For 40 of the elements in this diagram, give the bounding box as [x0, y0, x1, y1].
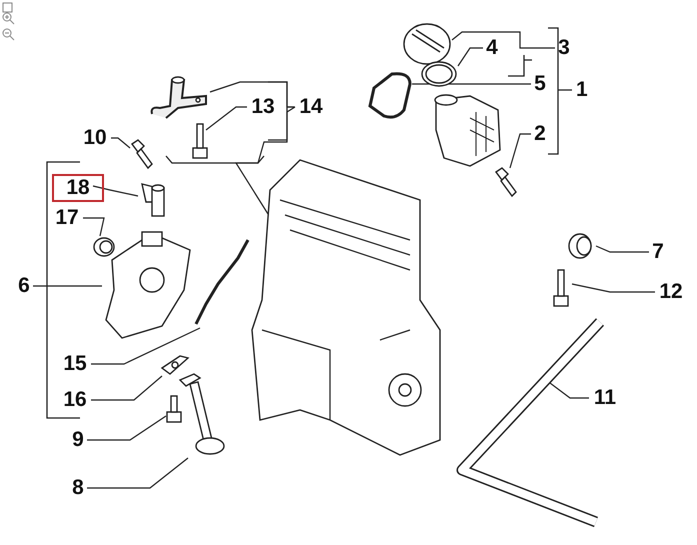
leader-line: [206, 106, 247, 130]
callout-number: 1: [576, 78, 588, 102]
callout-number: 9: [70, 428, 86, 452]
callout-number: 7: [650, 240, 666, 264]
callout-number: 12: [656, 280, 686, 304]
leader-line: [210, 81, 295, 108]
gasket-drawing: [366, 70, 412, 120]
callout-number: 2: [532, 122, 548, 146]
leader-line: [509, 133, 531, 168]
callout-number: 3: [556, 36, 572, 60]
leader-line: [91, 327, 200, 365]
callout-number: 8: [70, 476, 86, 500]
callout-number: 13: [248, 95, 278, 119]
callout-number: 4: [484, 36, 500, 60]
leader-line: [83, 217, 105, 236]
callout-number: 5: [532, 72, 548, 96]
leader-line: [452, 31, 555, 49]
leader-line: [596, 245, 649, 253]
leader-line: [458, 47, 483, 66]
callout-number: 16: [60, 388, 90, 412]
leader-line: [91, 376, 162, 401]
leader-line: [572, 283, 655, 293]
callout-number: 10: [80, 126, 110, 150]
leader-line: [111, 137, 130, 148]
leader-line: [33, 285, 102, 287]
bolt-drawing: [192, 122, 208, 160]
seal-drawing: [92, 236, 116, 258]
leader-line: [87, 416, 166, 441]
callout-number: 14: [296, 95, 326, 119]
leader-line: [87, 458, 188, 489]
seal-ring-drawing: [420, 60, 458, 88]
leader-line: [92, 185, 138, 197]
callout-number: 18: [52, 174, 104, 202]
bolt-drawing: [166, 394, 182, 424]
callout-number: 6: [16, 274, 32, 298]
callout-number: 15: [60, 352, 90, 376]
callout-number: 11: [590, 386, 620, 410]
bolt-drawing: [130, 140, 152, 170]
callout-number: 17: [52, 206, 82, 230]
leader-line: [234, 106, 296, 214]
